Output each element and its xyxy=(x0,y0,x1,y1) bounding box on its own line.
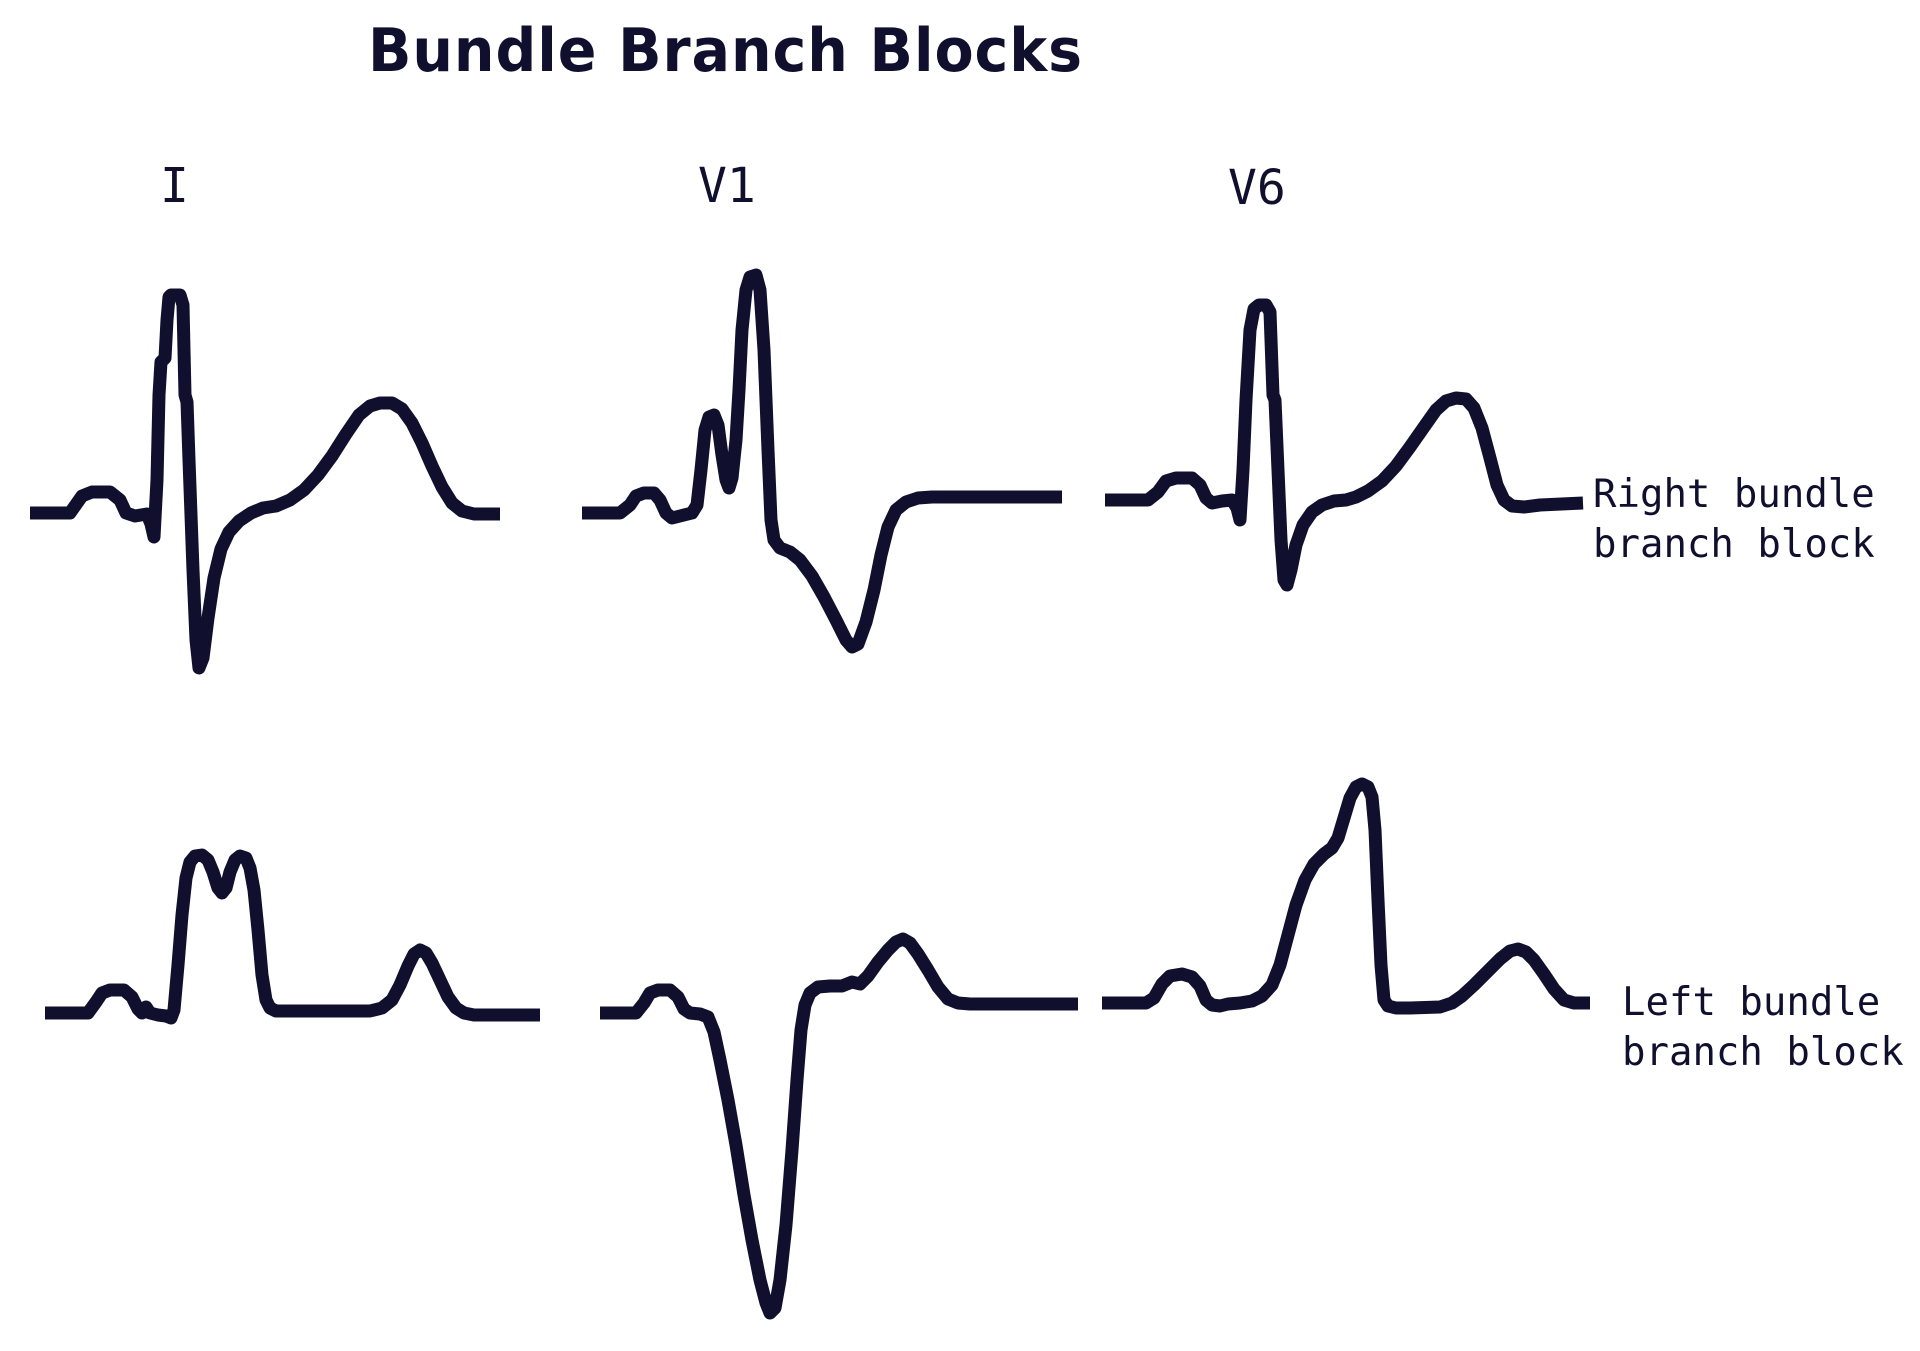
row-label-rbbb-line1: Right bundle xyxy=(1593,472,1875,517)
ecg-trace-rbbb-lead-I xyxy=(30,288,500,675)
ecg-trace-rbbb-lead-V1 xyxy=(582,268,1062,654)
row-label-lbbb-line1: Left bundle xyxy=(1622,980,1881,1025)
ecg-trace-lbbb-lead-V1 xyxy=(600,932,1078,1320)
lead-label-I: I xyxy=(160,158,189,214)
page-title: Bundle Branch Blocks xyxy=(368,16,1084,86)
ecg-trace-lbbb-lead-I xyxy=(45,848,540,1025)
row-label-lbbb-line2: branch block xyxy=(1622,1030,1904,1075)
lead-label-V6: V6 xyxy=(1228,160,1286,216)
row-label-right-bundle-branch-block: Right bundle branch block xyxy=(1593,470,1875,570)
row-label-rbbb-line2: branch block xyxy=(1593,522,1875,567)
row-label-left-bundle-branch-block: Left bundle branch block xyxy=(1622,978,1904,1078)
ecg-trace-rbbb-lead-V6 xyxy=(1105,298,1584,592)
lead-label-V1: V1 xyxy=(698,158,756,214)
ecg-trace-lbbb-lead-V6 xyxy=(1102,777,1590,1015)
